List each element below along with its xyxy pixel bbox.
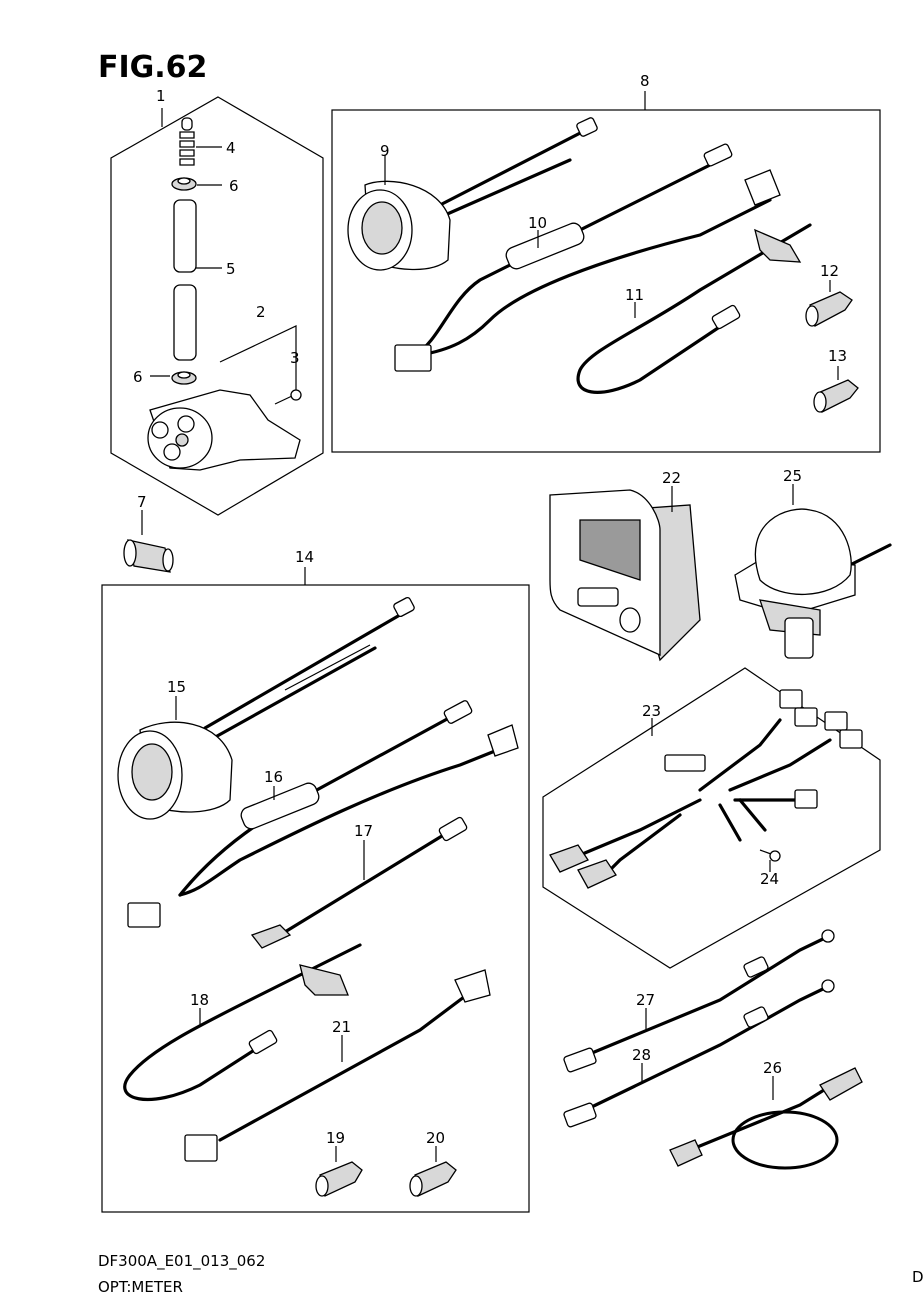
part-19-plug[interactable] xyxy=(315,1146,363,1197)
part-6-hose-clamp-upper[interactable] xyxy=(171,177,222,191)
kit-box-14 xyxy=(101,567,530,1213)
part-11-sensor-cable[interactable] xyxy=(576,223,812,394)
callout-10: 10 xyxy=(528,214,547,232)
part-25-antenna[interactable] xyxy=(734,484,892,659)
callout-4: 4 xyxy=(226,139,236,157)
callout-16: 16 xyxy=(264,768,283,786)
part-15-gauge[interactable] xyxy=(117,597,415,820)
callout-26: 26 xyxy=(763,1059,782,1077)
edge-mark: D xyxy=(912,1268,924,1286)
kit-box-8 xyxy=(331,91,881,453)
part-21-cable[interactable] xyxy=(184,969,491,1162)
part-27-cable[interactable] xyxy=(563,929,835,1073)
part-10-harness[interactable] xyxy=(394,143,781,372)
callout-25: 25 xyxy=(783,467,802,485)
part-5-hose[interactable] xyxy=(173,199,222,361)
callout-15: 15 xyxy=(167,678,186,696)
part-12-plug[interactable] xyxy=(805,280,853,327)
callout-8: 8 xyxy=(640,72,650,90)
part-7-fitting[interactable] xyxy=(123,510,174,573)
callout-5: 5 xyxy=(226,260,236,278)
part-24-screw[interactable] xyxy=(759,849,781,872)
callout-18: 18 xyxy=(190,991,209,1009)
callout-17: 17 xyxy=(354,822,373,840)
figure-title: FIG.62 xyxy=(98,50,208,85)
diagram-code: DF300A_E01_013_062 xyxy=(98,1252,266,1270)
part-18-sensor-cable[interactable] xyxy=(123,943,362,1102)
callout-2: 2 xyxy=(256,303,266,321)
callout-21: 21 xyxy=(332,1018,351,1036)
part-2-pitot-pickup[interactable] xyxy=(147,325,301,471)
callout-7: 7 xyxy=(137,493,147,511)
callout-19: 19 xyxy=(326,1129,345,1147)
part-3-screw[interactable] xyxy=(274,389,302,405)
diagram-name: OPT:METER xyxy=(98,1278,183,1296)
callout-27: 27 xyxy=(636,991,655,1009)
callout-14: 14 xyxy=(295,548,314,566)
part-23-harness[interactable] xyxy=(549,689,863,889)
callout-28: 28 xyxy=(632,1046,651,1064)
kit-box-23 xyxy=(542,667,881,969)
callout-11: 11 xyxy=(625,286,644,304)
callout-6-upper: 6 xyxy=(229,177,239,195)
callout-12: 12 xyxy=(820,262,839,280)
callout-13: 13 xyxy=(828,347,847,365)
callout-1: 1 xyxy=(156,87,166,105)
callout-20: 20 xyxy=(426,1129,445,1147)
callout-22: 22 xyxy=(662,469,681,487)
part-20-plug[interactable] xyxy=(409,1146,457,1197)
part-22-display[interactable] xyxy=(549,486,701,662)
callout-9: 9 xyxy=(380,142,390,160)
callout-6-lower: 6 xyxy=(133,368,143,386)
part-9-gauge[interactable] xyxy=(347,117,598,271)
part-13-plug[interactable] xyxy=(813,366,859,413)
part-6-hose-clamp-lower[interactable] xyxy=(150,371,197,385)
part-17-cable[interactable] xyxy=(250,816,468,949)
part-28-cable[interactable] xyxy=(563,979,835,1128)
callout-3: 3 xyxy=(290,349,300,367)
part-4-spring-tip[interactable] xyxy=(179,117,222,166)
callout-23: 23 xyxy=(642,702,661,720)
part-26-sensor-cable[interactable] xyxy=(669,1067,863,1170)
callout-24: 24 xyxy=(760,870,779,888)
part-16-harness[interactable] xyxy=(127,700,519,928)
kit-box-1 xyxy=(110,96,324,516)
